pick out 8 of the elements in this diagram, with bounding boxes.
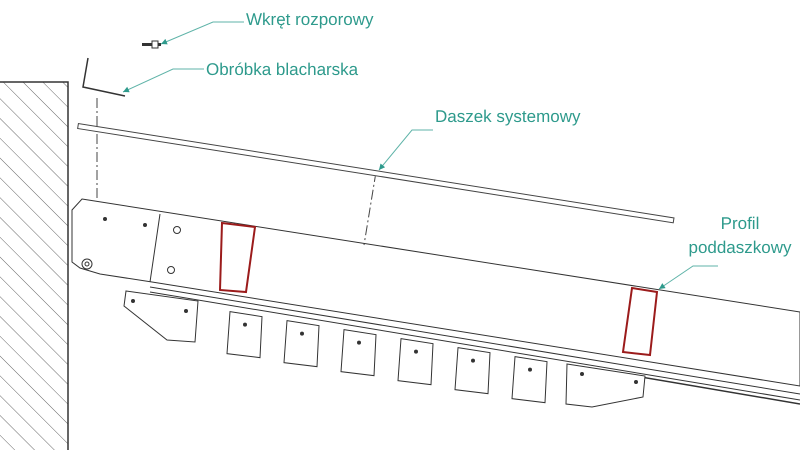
callout-label: Profil poddaszkowy [687,213,792,259]
leader-line [658,266,718,290]
callout-label: Daszek systemowy [435,106,582,128]
leader-line [378,130,434,170]
leader-line [122,68,204,92]
leader-line [160,22,244,44]
callout-label: Obróbka blacharska [206,59,360,81]
callout-label: Wkręt rozporowy [246,9,375,31]
